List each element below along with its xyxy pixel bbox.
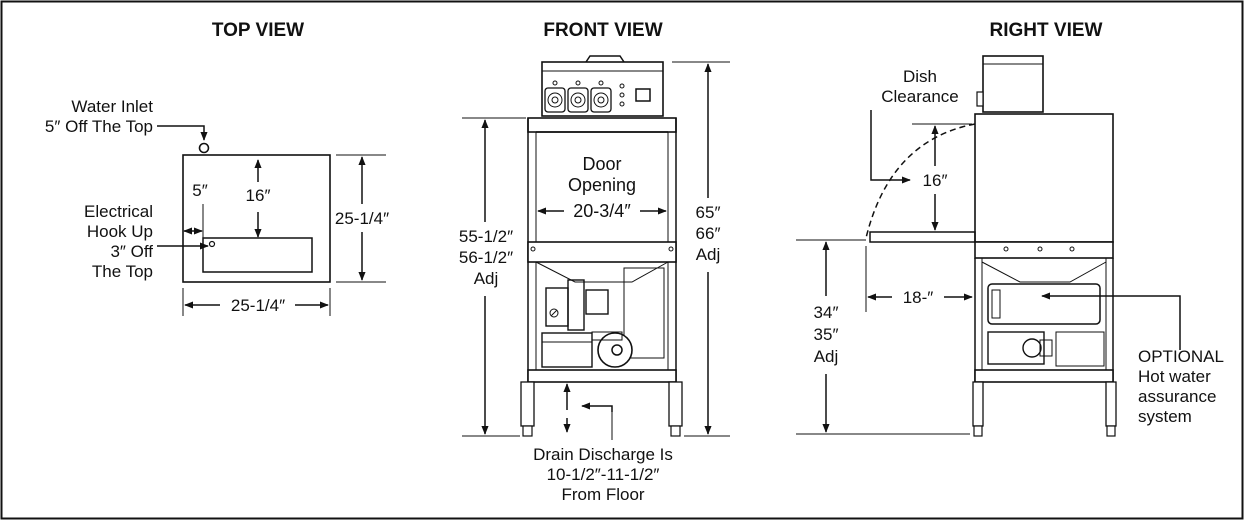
- right-foot-front: [973, 425, 983, 437]
- electrical-hookup-symbol: [208, 240, 216, 248]
- dish-label-2: Clearance: [881, 87, 959, 106]
- front-height-right-1: 65″: [696, 203, 721, 222]
- electrical-label-4: The Top: [92, 262, 153, 281]
- door-label-1: Door: [582, 154, 621, 174]
- water-inlet-label-2: 5″ Off The Top: [45, 117, 153, 136]
- top-inner-panel: [202, 237, 313, 273]
- front-view: FRONT VIEW: [459, 20, 730, 504]
- right-foot-rear: [1106, 425, 1116, 437]
- water-inlet-leader: [157, 125, 208, 141]
- electrical-label-1: Electrical: [84, 202, 153, 221]
- open-door: [869, 231, 976, 243]
- front-leg-left: [520, 381, 535, 427]
- top-unit-outline: [182, 154, 331, 283]
- front-height-left-3: Adj: [474, 269, 499, 288]
- right-bottom-rail: [974, 369, 1114, 383]
- right-internals: [981, 261, 1107, 367]
- door-swing-arc: [865, 123, 976, 239]
- front-internals: [535, 261, 669, 368]
- drain-leader: [581, 402, 613, 412]
- front-height-right-3: Adj: [696, 245, 721, 264]
- optional-label-1: OPTIONAL: [1138, 347, 1224, 366]
- right-leg-front: [972, 381, 984, 427]
- chemical-pumps: [544, 80, 612, 113]
- right-height-3: Adj: [814, 347, 839, 366]
- control-box-handle: [585, 55, 625, 63]
- optional-label-2: Hot water: [1138, 367, 1211, 386]
- drain-label-2: 10-1/2″-11-1/2″: [547, 465, 660, 484]
- electrical-label-2: Hook Up: [87, 222, 153, 241]
- drain-label-3: From Floor: [561, 485, 644, 504]
- right-dim-16: 16″: [923, 171, 948, 190]
- right-cross-rail: [974, 241, 1114, 259]
- right-control-box: [982, 55, 1044, 113]
- hot-water-booster-tank: [987, 283, 1101, 325]
- top-view-title: TOP VIEW: [212, 20, 304, 41]
- front-view-title: FRONT VIEW: [543, 20, 662, 41]
- front-cross-rail: [527, 241, 677, 263]
- electrical-label-3: 3″ Off: [110, 242, 153, 261]
- dish-leader: [870, 110, 911, 184]
- water-inlet-symbol: [198, 142, 210, 154]
- right-height-2: 35″: [814, 325, 839, 344]
- front-top-rail: [527, 117, 677, 133]
- right-view: RIGHT VIEW Dish: [796, 20, 1224, 437]
- front-leg-right: [668, 381, 683, 427]
- top-dim-width: 25-1/4″: [231, 296, 285, 315]
- drain-label-1: Drain Discharge Is: [533, 445, 673, 464]
- optional-leader: [1041, 292, 1181, 350]
- door-width: 20-3/4″: [573, 201, 631, 221]
- right-control-knob: [976, 91, 984, 107]
- front-foot-right: [670, 425, 681, 437]
- water-inlet-label-1: Water Inlet: [71, 97, 153, 116]
- front-foot-left: [522, 425, 533, 437]
- top-dim-5: 5″: [192, 181, 207, 200]
- optional-label-3: assurance: [1138, 387, 1216, 406]
- right-view-title: RIGHT VIEW: [990, 20, 1103, 41]
- top-view: TOP VIEW Water Inlet 5″ Off The Top 16″ …: [45, 20, 389, 316]
- front-bottom-rail: [527, 369, 677, 383]
- dish-label-1: Dish: [903, 67, 937, 86]
- front-height-right-2: 66″: [696, 224, 721, 243]
- right-height-1: 34″: [814, 303, 839, 322]
- optional-label-4: system: [1138, 407, 1192, 426]
- front-height-left-2: 56-1/2″: [459, 248, 513, 267]
- right-cabinet-upper: [974, 113, 1114, 243]
- top-dim-depth: 25-1/4″: [335, 209, 389, 228]
- front-height-left-1: 55-1/2″: [459, 227, 513, 246]
- door-label-2: Opening: [568, 175, 636, 195]
- control-indicators: [619, 83, 651, 107]
- right-dim-18: 18-″: [903, 288, 934, 307]
- right-leg-rear: [1105, 381, 1117, 427]
- top-dim-16: 16″: [246, 186, 271, 205]
